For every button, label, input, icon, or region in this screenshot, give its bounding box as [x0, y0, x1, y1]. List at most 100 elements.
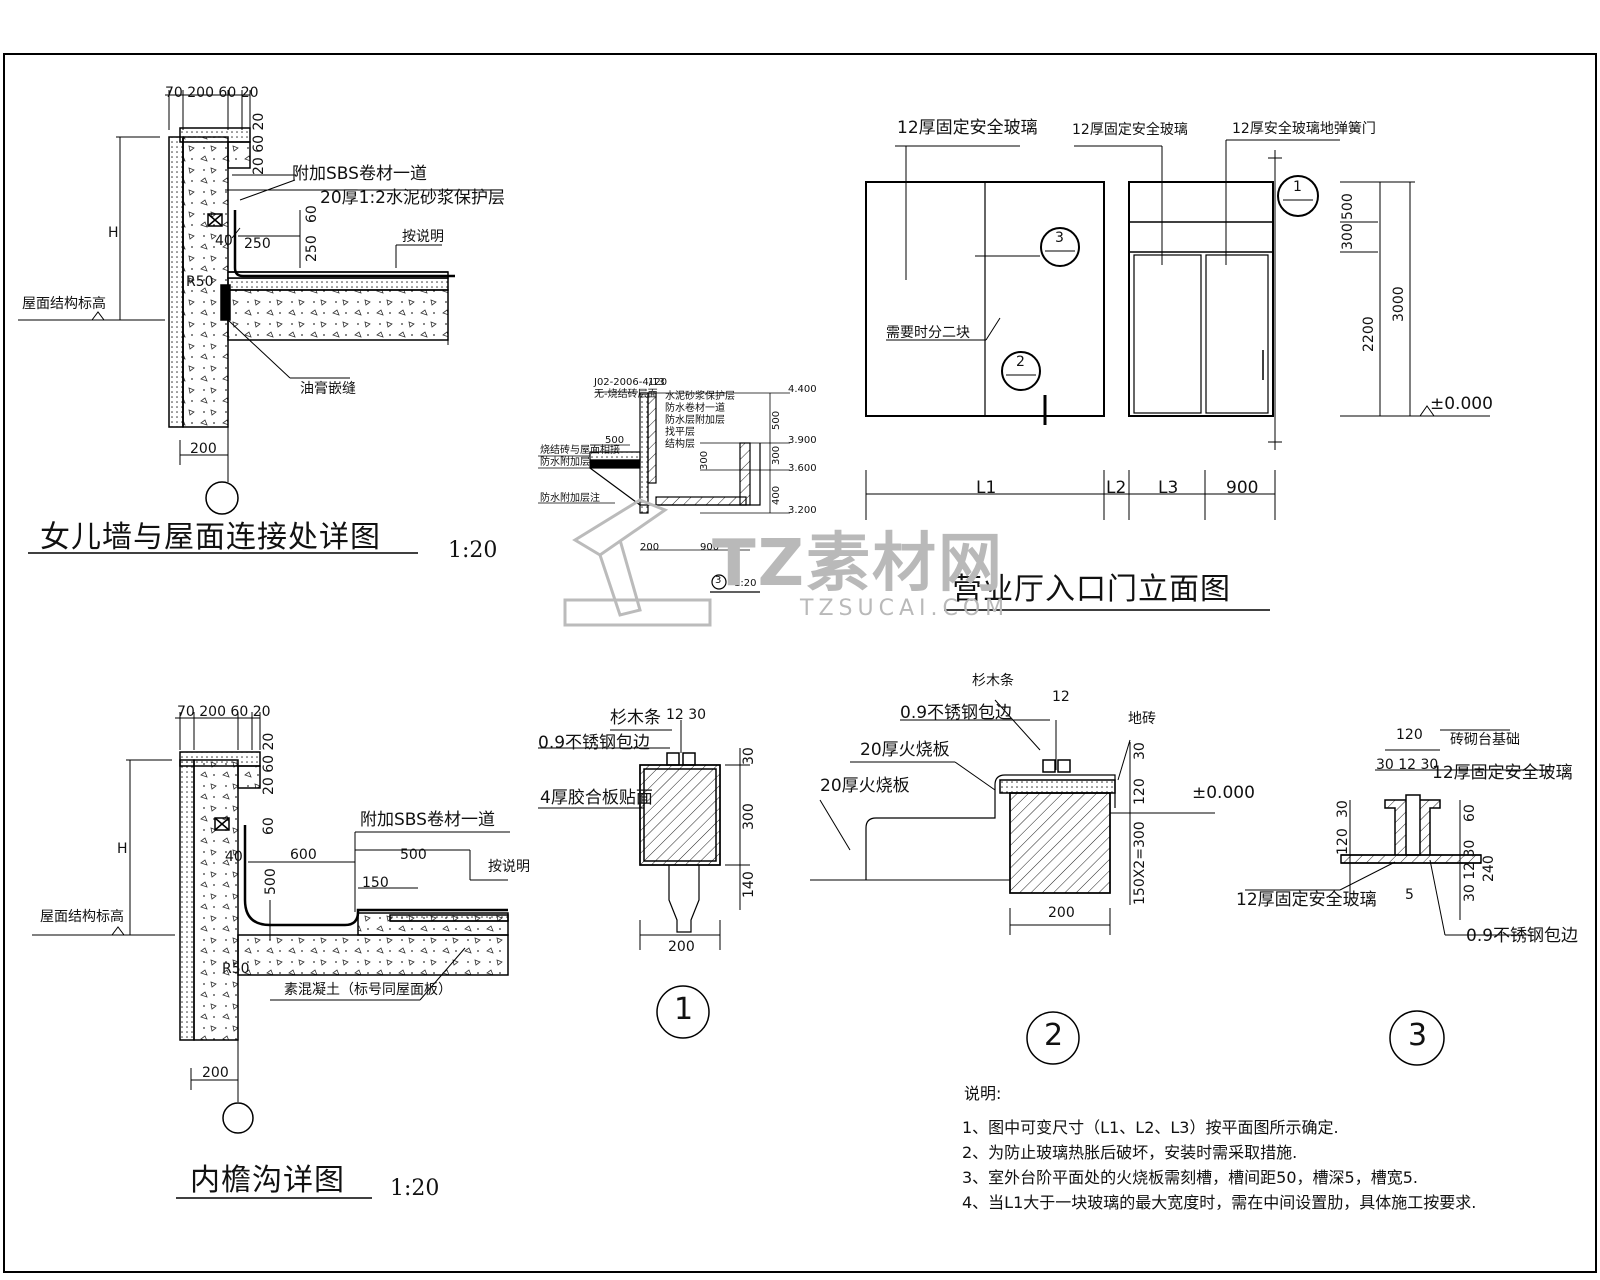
- parapet-dim-200: 200: [190, 441, 217, 457]
- watermark-brand: TZ素材网: [712, 527, 1005, 601]
- parapet-label-caulk: 油膏嵌缝: [300, 381, 356, 397]
- node2-label-stone1: 20厚火烧板: [860, 740, 950, 760]
- node3-mark: 3: [1408, 1018, 1429, 1053]
- gutter-dims-side: 20 60 20: [261, 732, 277, 795]
- node1-label-wood: 杉木条: [610, 708, 661, 728]
- detail3-layer-3: 找平层: [665, 427, 695, 438]
- node3-dim-303: 30 12 30: [1376, 757, 1439, 773]
- entrance-dim-3000: 3000: [1391, 286, 1407, 322]
- gutter-label-sbs: 附加SBS卷材一道: [360, 810, 495, 830]
- parapet-detail: [18, 90, 500, 554]
- detail3-dim-200: 200: [640, 542, 660, 553]
- node2-dim-30: 30: [1132, 742, 1148, 760]
- sheet-border: [3, 53, 1597, 1273]
- detail3-note-1: 防水附加层: [540, 457, 590, 468]
- detail3-note-0: 烧结砖与屋面相接: [540, 445, 620, 456]
- detail3-ref: J02-2006-4/13: [594, 377, 665, 388]
- gutter-label-concrete: 素混凝土（标号同屋面板）: [284, 982, 452, 998]
- gutter-dim-40: 40: [225, 849, 243, 865]
- gutter-label-roof-level: 屋面结构标高: [40, 909, 124, 925]
- gutter-dim-500a: 500: [400, 847, 427, 863]
- detail3-dim-300b: 300: [699, 450, 710, 470]
- node2-level: ±0.000: [1192, 783, 1255, 803]
- detail3-lv3: 3.600: [788, 463, 817, 474]
- node2-label-steel: 0.9不锈钢包边: [900, 703, 1013, 723]
- gutter-dim-500b: 500: [263, 868, 279, 895]
- detail3-dim-900: 900: [700, 542, 720, 553]
- node2-label-tile: 地砖: [1128, 711, 1156, 727]
- small-detail-3: [538, 391, 790, 593]
- node1-dim-140: 140: [741, 871, 757, 898]
- parapet-label-see: 按说明: [402, 229, 444, 245]
- gutter-label-see: 按说明: [488, 859, 530, 875]
- gutter-dim-600: 600: [290, 847, 317, 863]
- node1-mark: 1: [674, 992, 695, 1027]
- node1-dim-300: 300: [741, 803, 757, 830]
- detail3-layer-1: 防水卷材一道: [665, 403, 725, 414]
- entrance-dim-500: 500: [1340, 193, 1356, 220]
- gutter-label-h: H: [117, 841, 128, 857]
- parapet-label-mortar: 20厚1:2水泥砂浆保护层: [320, 188, 505, 208]
- parapet-dim-40: 40: [215, 233, 233, 249]
- node1-dim-200: 200: [668, 939, 695, 955]
- entrance-dim-300: 300: [1340, 223, 1356, 250]
- detail3-layer-4: 结构层: [665, 439, 695, 450]
- gutter-scale: 1:20: [390, 1176, 440, 1201]
- gutter-dims-top: 70 200 60 20: [177, 704, 271, 720]
- node1-dim-top: 12 30: [666, 707, 707, 723]
- node3-dim-60: 60: [1462, 804, 1478, 822]
- entrance-dim-900: 900: [1226, 478, 1259, 498]
- entrance-dim-l1: L1: [976, 478, 997, 498]
- node3-label-glass1: 12厚固定安全玻璃: [1432, 763, 1573, 783]
- parapet-label-h: H: [108, 225, 119, 241]
- parapet-dim-250a: 250: [244, 236, 271, 252]
- node2-label-wood: 杉木条: [972, 673, 1014, 689]
- detail3-lv1: 4.400: [788, 384, 817, 395]
- node3-label-glass2: 12厚固定安全玻璃: [1236, 890, 1377, 910]
- watermark-logo: [563, 498, 712, 627]
- node2-dim-150: 150X2=300: [1132, 821, 1148, 905]
- entrance-glass2: 12厚固定安全玻璃: [1072, 122, 1188, 138]
- entrance-dim-l2: L2: [1106, 478, 1127, 498]
- parapet-dim-r50: R50: [186, 274, 214, 290]
- detail3-dim-500b: 500: [605, 435, 625, 446]
- entrance-title: 营业厅入口门立面图: [952, 572, 1231, 607]
- entrance-level: ±0.000: [1430, 394, 1493, 414]
- parapet-label-sbs: 附加SBS卷材一道: [292, 164, 427, 184]
- gutter-dim-r50: R50: [222, 961, 250, 977]
- parapet-dims-side: 20 60 20: [251, 112, 267, 175]
- parapet-scale: 1:20: [448, 538, 498, 563]
- node-2: [810, 699, 1215, 1065]
- detail3-dim-400: 400: [771, 485, 782, 505]
- gutter-title: 内檐沟详图: [190, 1163, 345, 1198]
- entrance-dim-2200: 2200: [1361, 316, 1377, 352]
- gutter-dim-200: 200: [202, 1065, 229, 1081]
- detail3-lv4: 3.200: [788, 505, 817, 516]
- entrance-mark3: 3: [1055, 230, 1064, 246]
- detail3-lv2: 3.900: [788, 435, 817, 446]
- node2-dim-120: 120: [1132, 778, 1148, 805]
- entrance-mark1: 1: [1293, 179, 1302, 195]
- gutter-dim-60: 60: [261, 817, 277, 835]
- node1-label-board: 4厚胶合板贴面: [540, 788, 653, 808]
- detail3-scale: 1:20: [734, 578, 757, 589]
- node1-label-steel: 0.9不锈钢包边: [538, 733, 651, 753]
- node3-dim-30b: 30 12 30: [1462, 839, 1478, 902]
- node3-dim-5: 5: [1405, 887, 1414, 903]
- gutter-dim-150: 150: [362, 875, 389, 891]
- node3-dim-120b: 120: [1335, 828, 1351, 855]
- detail3-note-2: 防水附加层注: [540, 493, 600, 504]
- node2-dim-12: 12: [1052, 689, 1070, 705]
- parapet-dim-60: 60: [304, 205, 320, 223]
- detail3-dim-300a: 300: [771, 445, 782, 465]
- node-1: [538, 720, 750, 1039]
- parapet-dim-250b: 250: [304, 235, 320, 262]
- detail3-layer-2: 防水层附加层: [665, 415, 725, 426]
- notes-item-3: 3、室外台阶平面处的火烧板需刻槽，槽间距50，槽深5，槽宽5.: [962, 1168, 1418, 1187]
- gutter-detail: [32, 712, 510, 1199]
- detail3-dim-120: 120: [648, 377, 668, 388]
- parapet-dims-top: 70 200 60 20: [165, 85, 259, 101]
- node3-dim-120: 120: [1396, 727, 1423, 743]
- entrance-elevation: [865, 139, 1490, 611]
